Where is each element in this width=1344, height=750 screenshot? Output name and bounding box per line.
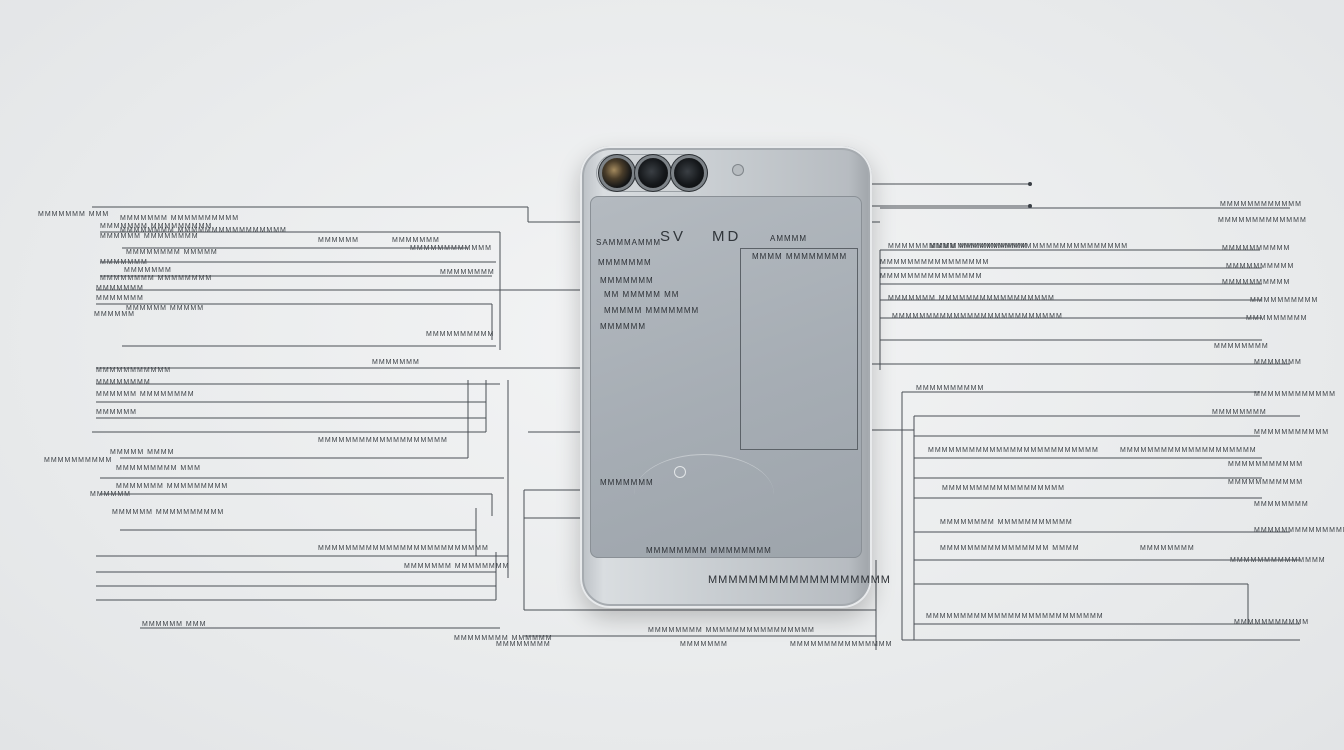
callout-label: MMMMMMMMMM — [1222, 245, 1291, 252]
screen-heading: SV — [660, 228, 687, 245]
callout-label: MMMMMMM — [1254, 359, 1302, 366]
callout-label: MMMMMMMMMMMMM — [1218, 217, 1307, 224]
callout-label: MMMMMMM MMMMMMMM — [404, 563, 510, 570]
callout-label: MMMMMMMM MMMMMMMMMMMMMMMM — [120, 227, 287, 234]
callout-label: MMMMMMM — [96, 285, 144, 292]
callout-label: MMMMMMMM — [496, 641, 551, 648]
callout-label: MMMMMMMMMMMMMM — [1230, 557, 1326, 564]
callout-label: MMMMMMMMMMMMMMMMMMM — [318, 437, 448, 444]
callout-label: MMMMMMM MMMMMMMMM — [100, 223, 213, 230]
callout-label: MMMMMMMMMMMMMMMMMMMMMMMMMMMMM — [930, 243, 1129, 250]
screen-text: MM MMMMM MM — [604, 290, 680, 299]
callout-label: MMMMMMMMMMMMMMM — [880, 273, 983, 280]
callout-label: MMMMMMM MMMMMMMMM — [116, 483, 229, 490]
screen-text: MMMMMMMM MMMMMMMM — [646, 546, 772, 555]
callout-label: MMMMMM MMMMMMMM — [100, 233, 199, 240]
callout-label: MMMMMMMMMMMM — [1220, 201, 1302, 208]
callout-label: MMMMMM — [94, 311, 135, 318]
screen-text: MMMMMM — [600, 322, 646, 331]
callout-label: MMMMMMMM — [1254, 501, 1309, 508]
callout-label: MMMMMM — [90, 491, 131, 498]
callout-label: MMMMMMM MMM — [38, 211, 110, 218]
camera-lens-icon — [674, 158, 704, 188]
sensor-dot-icon — [732, 164, 744, 176]
callout-label: MMMMM MMMM — [110, 449, 175, 456]
phone-screen: SAMMMAMMM SV MD AMMMM MMMM MMMMMMMM MMMM… — [590, 196, 862, 558]
callout-label: MMMMMMMM MMMMMMMMMMM — [940, 519, 1073, 526]
callout-label: MMMMMMMMMMMMMMMMMMMMMMMMMM — [926, 613, 1104, 620]
callout-label: MMMMMMMMMMMM — [1254, 391, 1336, 398]
phone-illustration: SAMMMAMMM SV MD AMMMM MMMM MMMMMMMM MMMM… — [580, 146, 890, 608]
callout-label: MMMMMMMMMMM — [1254, 429, 1330, 436]
callout-label: MMMMMMMM — [96, 379, 151, 386]
callout-label: MMMMMMMMMMMMMMMMMMMM — [1120, 447, 1257, 454]
callout-label: MMMMMMMMMMM — [1228, 461, 1304, 468]
callout-label: MMMMMMMMMMMMMMMM — [880, 259, 990, 266]
callout-label: MMMMMMMM MMMMMMMM — [100, 275, 213, 282]
callout-label: MMMMMM — [318, 237, 359, 244]
callout-label: MMMMMMMMMMMMMMMMMMMMMMMMM — [928, 447, 1099, 454]
callout-label: MMMMMMMM — [1140, 545, 1195, 552]
screen-text: MMMM MMMMMMMM — [752, 252, 848, 261]
callout-label: MMMMMM MMMMM — [126, 305, 205, 312]
camera-lens-icon — [638, 158, 668, 188]
callout-label: MMMMMMMMMM — [1226, 263, 1295, 270]
callout-label: MMMMMM MMMMMMMMMM — [112, 509, 225, 516]
phone-bottom-label: MMMMMMMMMMMMMMMMMM — [708, 574, 891, 586]
camera-lens-icon — [602, 158, 632, 188]
callout-label: MMMMMMMMMMM — [96, 367, 172, 374]
callout-label: MMMMMMMMMMMM — [410, 245, 492, 252]
screen-heading: MD — [712, 228, 742, 245]
callout-label: MMMMMMM — [100, 259, 148, 266]
callout-label: MMMMMM MMM — [142, 621, 207, 628]
screen-text: AMMMM — [770, 234, 807, 243]
leader-dot — [1028, 204, 1032, 208]
callout-label: MMMMMMMMMM — [44, 457, 113, 464]
callout-label: MMMMMMMMMMM — [1228, 479, 1304, 486]
callout-label: MMMMMMMMMMMMMMM — [790, 641, 893, 648]
callout-label: MMMMMMM — [372, 359, 420, 366]
screen-text: MMMMMMM — [598, 258, 652, 267]
callout-label: MMMMMMM — [96, 295, 144, 302]
callout-label: MMMMMMMMMM — [426, 331, 495, 338]
callout-label: MMMMMMMM MMMMMMMMMMMMMMMM — [648, 627, 815, 634]
screen-text: MMMMMMM — [600, 478, 654, 487]
screen-text: MMMMMMM — [600, 276, 654, 285]
callout-label: MMMMMMMMMMM — [1234, 619, 1310, 626]
callout-label: MMMMMM — [96, 409, 137, 416]
callout-label: MMMMMMMM — [440, 269, 495, 276]
screen-panel — [740, 248, 858, 450]
callout-label: MMMMMMMM MMMMM — [126, 249, 218, 256]
callout-label: MMMMMMM MMMMMMMMMMMMMMMMM — [888, 295, 1055, 302]
callout-label: MMMMMMMMM — [1246, 315, 1308, 322]
callout-label: MMMMMMMMMMMMMM — [1254, 527, 1344, 534]
screen-circle-icon — [674, 466, 686, 478]
callout-label: MMMMMM MMMMMMMM — [96, 391, 195, 398]
camera-module — [596, 154, 708, 192]
callout-label: MMMMMMMM — [1214, 343, 1269, 350]
callout-label: MMMMMMM — [124, 267, 172, 274]
callout-label: MMMMMMMMMM MMMMMMMMMM — [888, 243, 1028, 250]
callout-label: MMMMMMMMMM — [1222, 279, 1291, 286]
callout-label: MMMMMMM MMMMMMMMMM — [120, 215, 240, 222]
callout-label: MMMMMMMMMMMMMMMMMMMMMMMMM — [318, 545, 489, 552]
callout-label: MMMMMMMMMM — [1250, 297, 1319, 304]
callout-label: MMMMMMM — [392, 237, 440, 244]
leader-dot — [1028, 182, 1032, 186]
screen-text: SAMMMAMMM — [596, 238, 661, 247]
callout-label: MMMMMMMMMMMMMMMMMM — [942, 485, 1065, 492]
callout-label: MMMMMMMM — [1212, 409, 1267, 416]
callout-label: MMMMMMMMM MMM — [116, 465, 201, 472]
callout-label: MMMMMMMMMM — [916, 385, 985, 392]
callout-label: MMMMMMMM MMMMMM — [454, 635, 553, 642]
callout-label: MMMMMMMMMMMMMMMMMMMMMMMMM — [892, 313, 1063, 320]
screen-text: MMMMM MMMMMMM — [604, 306, 700, 315]
screen-arc — [634, 454, 774, 535]
callout-label: MMMMMMMMMMMMMMMM MMMM — [940, 545, 1080, 552]
callout-label: MMMMMMM — [680, 641, 728, 648]
